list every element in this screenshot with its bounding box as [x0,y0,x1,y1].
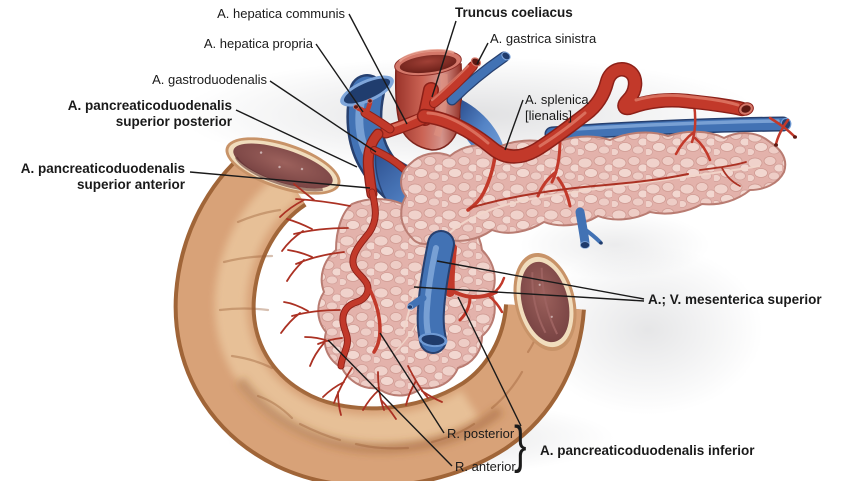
label-truncus-coeliacus: Truncus coeliacus [455,5,573,20]
label-a-hepatica-communis: A. hepatica communis [217,6,345,21]
label-brace: } [514,416,527,474]
superior-mesenteric-vein [406,244,448,348]
label-a-pancreaticoduodenalis-superior-anterior: A. pancreaticoduodenalis superior anteri… [20,161,185,192]
pancreatic-arteries [341,102,797,366]
label-r-posterior: R. posterior [447,426,515,441]
label-a-splenica-lienalis: A. splenica [lienalis] [525,92,589,123]
vein-stub [575,207,603,249]
duodenal-arteries [279,183,443,420]
duodenum-folds [218,208,544,450]
label-a-gastrica-sinistra: A. gastrica sinistra [490,31,597,46]
splenic-artery [424,69,754,156]
label-r-anterior: R. anterior [455,459,516,474]
label-a-pancreaticoduodenalis-inferior: A. pancreaticoduodenalis inferior [540,443,755,458]
inferior-pancreaticoduodenal-artery [448,276,506,322]
leader-lines [189,13,645,467]
label-a-pancreaticoduodenalis-superior-posterior: A. pancreaticoduodenalis superior poster… [67,98,232,129]
label-a-gastroduodenalis: A. gastroduodenalis [152,72,267,87]
duodenum [215,126,587,449]
duodenum-cut-proximal [225,137,341,195]
label-a-v-mesenterica-superior: A.; V. mesenterica superior [648,292,822,307]
label-a-hepatica-propria: A. hepatica propria [203,36,313,51]
